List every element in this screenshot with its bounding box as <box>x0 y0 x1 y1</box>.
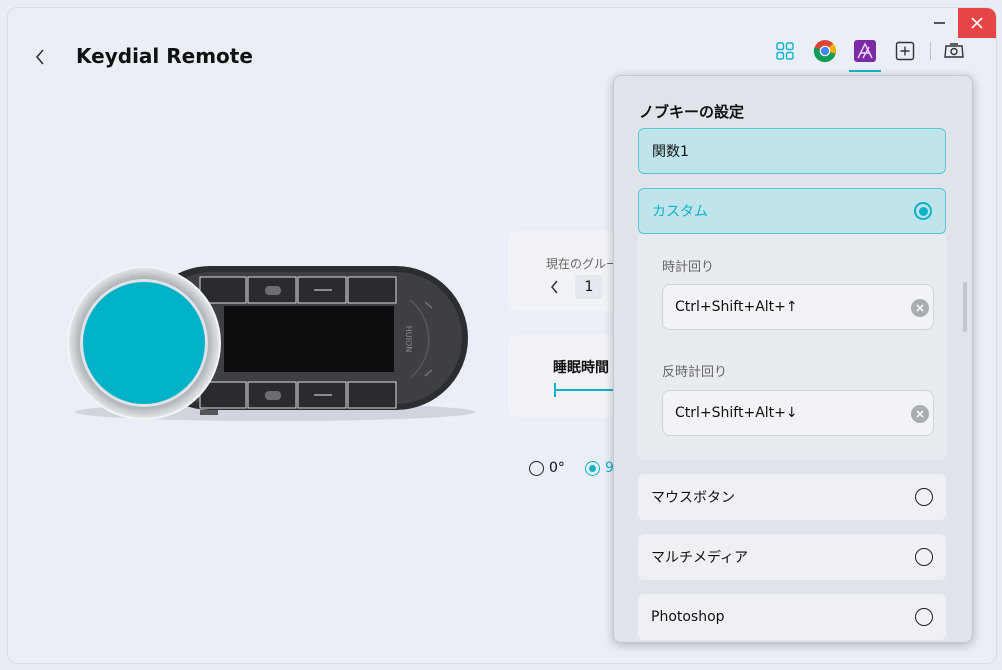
rotation-option-label: 0° <box>549 460 565 476</box>
add-square-icon <box>895 41 915 61</box>
clear-counterclockwise-button[interactable] <box>911 405 929 423</box>
grid-icon <box>776 42 794 60</box>
panel-scrollbar[interactable] <box>963 282 967 332</box>
chevron-left-icon <box>551 280 558 294</box>
device-key[interactable] <box>199 276 247 304</box>
affinity-app-button[interactable] <box>849 38 881 72</box>
option-mouse-button[interactable]: マウスボタン <box>638 474 946 520</box>
counterclockwise-label: 反時計回り <box>662 365 728 380</box>
option-label: マルチメディア <box>651 550 749 566</box>
chevron-left-icon <box>35 49 44 65</box>
radio-checked-icon <box>914 202 932 220</box>
group-number: 1 <box>575 275 603 299</box>
app-toolbar <box>772 38 981 72</box>
clockwise-shortcut-field[interactable]: Ctrl+Shift+Alt+↑ <box>662 284 934 330</box>
counterclockwise-shortcut-value: Ctrl+Shift+Alt+↓ <box>675 405 798 421</box>
device-settings-button[interactable] <box>941 38 967 64</box>
keydial-device-image: HUION <box>67 266 475 421</box>
device-settings-icon <box>944 43 964 58</box>
page-title: Keydial Remote <box>76 44 253 68</box>
option-label: Photoshop <box>651 609 725 625</box>
back-button[interactable] <box>30 46 50 68</box>
group-label: 現在のグループ <box>546 257 630 271</box>
group-prev-button[interactable] <box>550 278 566 296</box>
minimize-icon <box>933 22 945 24</box>
clockwise-label: 時計回り <box>662 260 715 275</box>
close-icon <box>916 304 924 312</box>
device-key[interactable] <box>199 381 247 409</box>
app-window: Keydial Remote <box>7 7 997 664</box>
knob-dial[interactable] <box>83 282 205 404</box>
function-name-field[interactable]: 関数1 <box>638 128 946 174</box>
radio-icon <box>915 548 933 566</box>
radio-icon <box>915 608 933 626</box>
window-controls <box>920 8 996 38</box>
toolbar-divider <box>930 42 931 60</box>
chrome-icon <box>813 40 836 63</box>
option-label: マウスボタン <box>651 490 735 506</box>
close-button[interactable] <box>958 8 996 38</box>
option-custom-label: カスタム <box>652 204 708 220</box>
panel-title: ノブキーの設定 <box>639 103 745 121</box>
counterclockwise-shortcut-field[interactable]: Ctrl+Shift+Alt+↓ <box>662 390 934 436</box>
sleep-time-label: 睡眠時間 <box>553 360 609 376</box>
clear-clockwise-button[interactable] <box>911 299 929 317</box>
device-brand-logo: HUION <box>404 326 413 353</box>
radio-icon <box>529 460 544 476</box>
custom-settings-body: 時計回り Ctrl+Shift+Alt+↑ 反時計回り Ctrl+Shift+A… <box>638 234 946 460</box>
radio-checked-icon <box>585 460 600 476</box>
clockwise-shortcut-value: Ctrl+Shift+Alt+↑ <box>675 299 798 315</box>
rotation-option-label: 9 <box>605 460 614 476</box>
sleep-slider[interactable] <box>554 389 638 391</box>
option-custom[interactable]: カスタム <box>638 188 946 234</box>
option-multimedia[interactable]: マルチメディア <box>638 534 946 580</box>
knob-key-settings-panel: ノブキーの設定 関数1 カスタム 時計回り Ctrl+Shift+Alt+↑ 反… <box>613 75 973 643</box>
affinity-photo-icon <box>854 40 876 62</box>
option-photoshop[interactable]: Photoshop <box>638 594 946 640</box>
minimize-button[interactable] <box>920 8 958 38</box>
device-key[interactable] <box>347 381 397 409</box>
chrome-app-button[interactable] <box>812 38 838 64</box>
close-icon <box>916 410 924 418</box>
device-key[interactable] <box>347 276 397 304</box>
add-app-button[interactable] <box>892 38 918 64</box>
rotation-option-90[interactable]: 9 <box>585 460 614 476</box>
rotation-option-0[interactable]: 0° <box>529 460 565 476</box>
all-apps-button[interactable] <box>772 38 798 64</box>
radio-icon <box>915 488 933 506</box>
active-app-indicator <box>849 70 881 72</box>
close-icon <box>971 17 983 29</box>
